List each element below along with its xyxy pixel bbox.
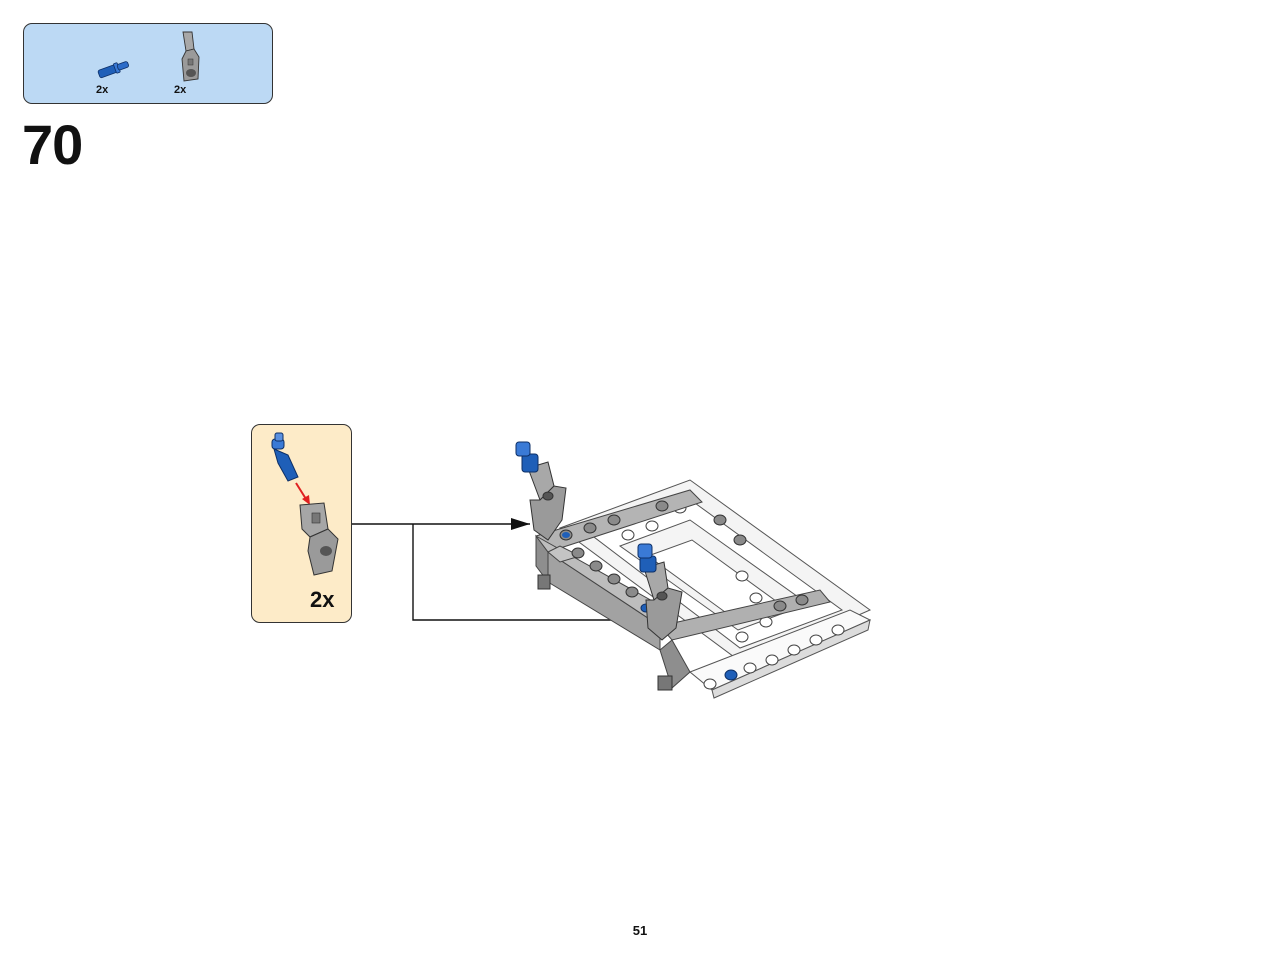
gray-beam-holes (559, 500, 809, 612)
insert-arrow-icon (295, 482, 310, 505)
gray-angle-connector-icon (181, 31, 200, 82)
gray-angle-connector-icon (299, 502, 339, 576)
blue-axle-pin-icon (97, 61, 129, 79)
parts-item-angle-connector (174, 29, 204, 85)
subassembly-panel: 2x (251, 424, 352, 623)
blue-pin-icon (724, 669, 738, 681)
placement-arrows (352, 523, 648, 621)
subassembly-quantity: 2x (310, 587, 335, 612)
step-number: 70 (22, 113, 83, 176)
subassembly-illustration (271, 432, 339, 576)
parts-item-quantity: 2x (96, 84, 109, 96)
blue-axle-pin-icon (271, 432, 299, 482)
parts-list-panel: 2x 2x (23, 23, 273, 104)
page-number: 51 (632, 923, 648, 938)
parts-item-axle-pin (94, 59, 134, 79)
arrow-head-icon (511, 518, 530, 530)
angle-connector-right (637, 543, 683, 641)
angle-connector-left (515, 441, 567, 541)
parts-item-quantity: 2x (174, 84, 187, 96)
frame-foot (657, 675, 673, 691)
blue-pin-icon (562, 532, 570, 538)
frame-foot (537, 574, 551, 590)
